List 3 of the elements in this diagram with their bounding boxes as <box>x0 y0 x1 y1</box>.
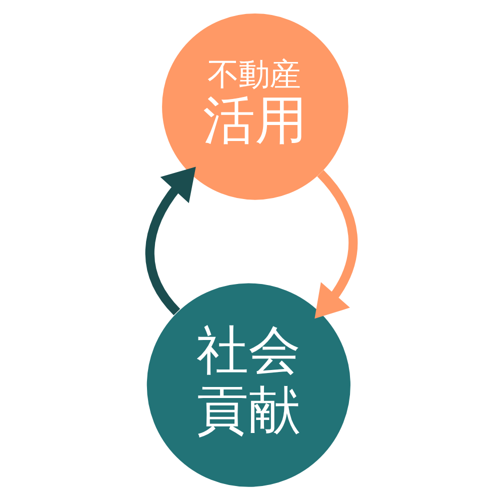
arrow <box>144 166 196 315</box>
node-circle: 不動産 活用 <box>162 13 348 200</box>
arrow <box>314 170 358 318</box>
